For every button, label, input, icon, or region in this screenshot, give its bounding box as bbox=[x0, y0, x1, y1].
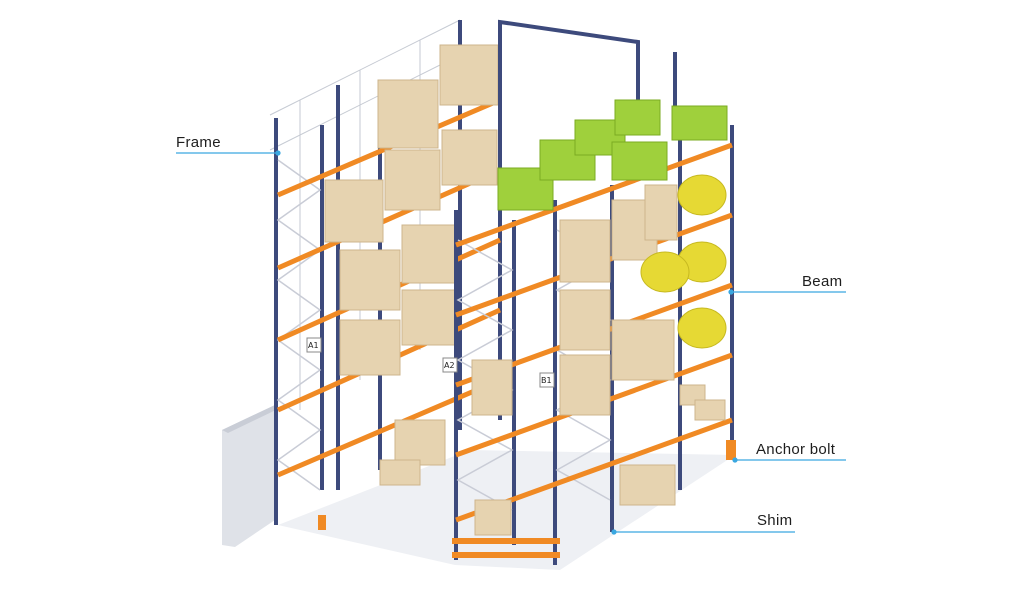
rack-tag-b1: B1 bbox=[541, 376, 552, 385]
leader-lines bbox=[176, 150, 846, 535]
rack-tag-a1: A1 bbox=[308, 341, 319, 350]
yellow-drums bbox=[640, 174, 727, 349]
left-rack-boxes bbox=[324, 44, 499, 486]
right-rack-boxes bbox=[471, 184, 726, 536]
shim-label: Shim bbox=[757, 512, 793, 529]
top-frame-arch bbox=[498, 19, 677, 190]
rack-tags: A1 A2 B1 bbox=[306, 337, 555, 388]
rack-tag-a2: A2 bbox=[444, 361, 455, 370]
wall bbox=[222, 405, 275, 547]
frame-label: Frame bbox=[176, 134, 221, 151]
anchor-bolt-label: Anchor bolt bbox=[756, 441, 836, 458]
left-frame-bracing bbox=[276, 159, 322, 491]
footplates bbox=[318, 440, 736, 558]
beam-label: Beam bbox=[802, 273, 843, 290]
green-crates bbox=[497, 99, 728, 211]
wall-side bbox=[222, 405, 280, 433]
